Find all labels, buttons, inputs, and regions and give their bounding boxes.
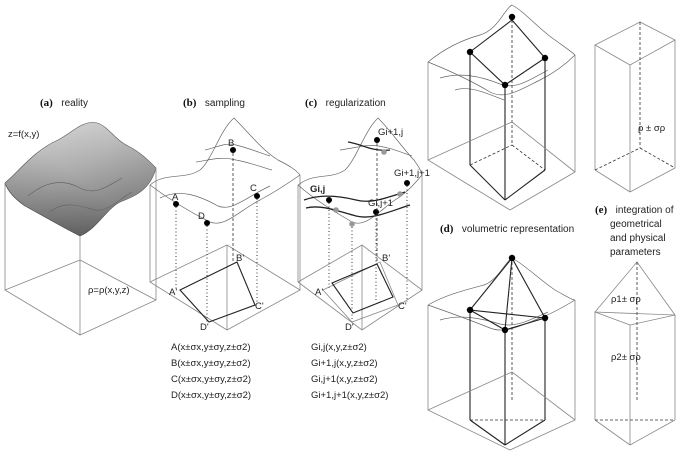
panel-d-bottom-prism — [427, 254, 576, 451]
grid-label-gij1: Gi,j+1 — [368, 198, 393, 209]
grid-label-gi1j1: Gi+1,j+1 — [394, 168, 430, 179]
terrain-outline — [427, 257, 576, 306]
prism-top-triangle — [468, 257, 546, 319]
equation-a: A(x±σx,y±σy,z±σ2) — [171, 342, 251, 353]
proj-label-a: A' — [169, 287, 177, 298]
proj-label-b: B' — [382, 253, 390, 264]
proj-label-a: A' — [315, 287, 323, 298]
proj-label-d: D' — [345, 322, 354, 333]
panel-e-title-line-4: parameters — [610, 247, 661, 258]
sample-point-a — [173, 201, 179, 207]
grid-node-gray — [381, 149, 387, 155]
grid-node-gray — [397, 191, 403, 197]
vertex-node — [501, 326, 509, 334]
grid-node-gray — [349, 221, 355, 227]
proj-label-c: C' — [398, 301, 407, 312]
panel-c-title: (c) regularization — [305, 93, 386, 110]
grid-node-gray — [333, 207, 339, 213]
sample-point-d — [204, 220, 210, 226]
point-label-b: B — [228, 138, 234, 149]
prism-top-face — [594, 21, 676, 66]
grid-label-gi1j: Gi+1,j — [378, 127, 403, 138]
grid-node-gi1j1 — [404, 180, 410, 186]
regular-grid-cell — [331, 263, 394, 314]
point-label-d: D — [198, 211, 205, 222]
layer-1-label: ρ1± σρ — [611, 294, 641, 305]
panel-e-top-prism: ρ ± σρ — [594, 21, 676, 193]
vertex-node — [541, 54, 549, 62]
equation-gi1j1: Gi+1,j+1(x,y,z±σ2) — [311, 390, 388, 401]
panel-a: (a) reality z=f(x,y) ρ=ρ(x,y,z) — [4, 93, 157, 336]
panel-b-title: (b) sampling — [183, 93, 245, 110]
proj-label-d: D' — [200, 322, 209, 333]
equation-c: C(x±σx,y±σy,z±σ2) — [171, 374, 251, 385]
vertex-node — [501, 81, 509, 89]
panel-d-title: (d) volumetric representation — [440, 219, 574, 236]
surface-label: z=f(x,y) — [8, 129, 39, 140]
density-label: ρ=ρ(x,y,z) — [88, 285, 130, 296]
contour-line — [27, 177, 123, 197]
vertex-node — [466, 48, 474, 56]
equation-b: B(x±σx,y±σy,z±σ2) — [171, 358, 251, 369]
panel-e-title: (e) integration of — [595, 200, 674, 217]
equation-gi1j: Gi+1,j(x,y,z±σ2) — [311, 358, 378, 369]
equation-gij: Gi,j(x,y,z±σ2) — [311, 342, 367, 353]
grid-node-gi1j — [374, 137, 380, 143]
layer-2-label: ρ2± σρ — [611, 352, 641, 363]
terrain-outline — [297, 117, 423, 186]
panel-e-title-line-2: geometrical — [610, 219, 662, 230]
panel-d-top-prism — [427, 4, 576, 211]
equation-gij1: Gi,j+1(x,y,z±σ2) — [311, 374, 378, 385]
vertex-node — [508, 13, 516, 21]
grid-node-gij — [326, 197, 332, 203]
grid-label-gij: Gi,j — [310, 184, 325, 195]
prism-top-face — [469, 19, 546, 86]
sample-point-b — [230, 147, 236, 153]
panel-a-title: (a) reality — [40, 93, 88, 110]
panel-e-title-line-3: and physical — [610, 233, 666, 244]
vertex-node — [466, 306, 474, 314]
terrain-outline — [427, 4, 576, 63]
panel-c: (c) regularization Gi+1,j Gi,j Gi+1,j+1 … — [297, 93, 430, 401]
proj-label-b: B' — [236, 253, 244, 264]
point-label-a: A — [172, 192, 179, 203]
vertex-node — [508, 254, 516, 262]
prism-top-triangle — [594, 261, 676, 316]
point-label-c: C — [250, 183, 257, 194]
density-label: ρ ± σρ — [638, 123, 666, 134]
contour-line — [49, 191, 133, 213]
panel-e-bottom-prism: ρ1± σρ ρ2± σρ — [594, 261, 676, 446]
terrain-outline — [149, 117, 301, 186]
panel-b: (b) sampling A B C D A' B' C' D' A(x±σ — [149, 93, 301, 401]
grid-node-gij1 — [373, 209, 379, 215]
equation-d: D(x±σx,y±σy,z±σ2) — [171, 390, 251, 401]
proj-label-c: C' — [255, 301, 264, 312]
projected-footprint — [179, 261, 256, 323]
sample-point-c — [254, 193, 260, 199]
vertex-node — [541, 314, 549, 322]
